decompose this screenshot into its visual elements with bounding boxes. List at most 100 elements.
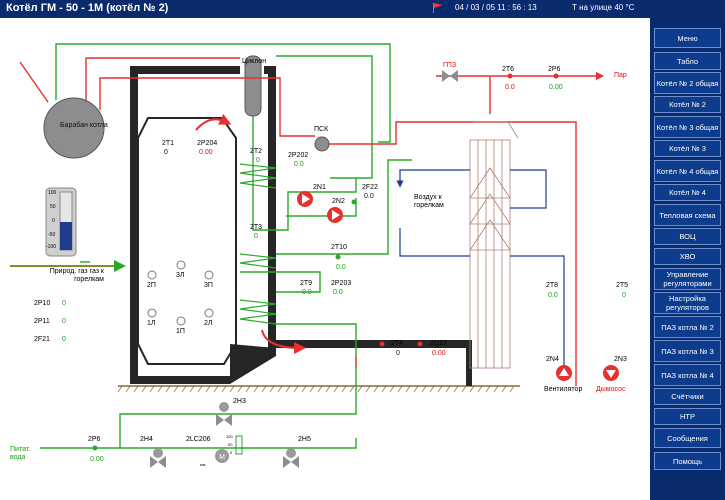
cyclone-label: Циклон [242,58,267,65]
nav-tablo[interactable]: Табло [654,52,721,70]
tag-2t10: 2T10 [331,244,347,251]
nav-upravlenie[interactable]: Управление регуляторами [654,268,721,290]
nav-ntr[interactable]: НТР [654,408,721,425]
nav-paz3[interactable]: ПАЗ котла № 3 [654,340,721,362]
nav-kotel4-obshaya[interactable]: Котёл № 4 общая [654,160,721,182]
tag-2t3: 2T3 [250,224,263,231]
nav-voc[interactable]: ВОЦ [654,228,721,245]
burner-3l-label: 3Л [176,272,185,279]
burner-2l-label: 2Л [204,320,213,327]
nav-nastroyka[interactable]: Настройка регуляторов [654,292,721,314]
nav-kotel4[interactable]: Котёл № 4 [654,184,721,201]
tag-2t9: 2T9 [300,280,313,287]
mini-tick-50: 50 [228,442,233,447]
nav-soobsheniya[interactable]: Сообщения [654,428,721,448]
exhauster-2n3-icon[interactable] [602,364,620,382]
drum-label: Барабан котла [60,122,108,129]
pump-2n2-label: 2N2 [332,198,345,205]
pump-2n2-icon[interactable] [326,206,344,224]
burner-3p-label: 3П [204,282,213,289]
value-2f22: 0.0 [364,193,374,200]
value-2t6: 0.0 [505,84,515,91]
tag-2t2: 2T2 [250,148,263,155]
mini-tick-0: 0 [230,450,233,455]
burner-1l-label: 1Л [147,320,156,327]
valve-2h5-icon[interactable] [283,448,299,468]
sensor-2t4-dot [379,341,385,347]
value-2p203: 0.0 [333,289,343,296]
nav-teplovaya-shema[interactable]: Тепловая схема [654,204,721,226]
psk-label: ПСК [314,126,329,133]
scale-tick-minus50: -50 [48,232,56,238]
value-2t5: 0 [622,292,626,299]
burner-2p-label: 2П [147,282,156,289]
air-to-burners-label: Воздух к горелкам [414,194,444,209]
sensor-2t6-dot [507,73,513,79]
value-2t4: 0 [396,350,400,357]
mini-tick-100: 100 [226,434,233,439]
scale-tick-minus100: -100 [46,244,57,250]
tag-2p202: 2P202 [288,152,309,159]
value-2t2: 0 [256,157,260,164]
tag-2p10: 2P10 [34,300,51,307]
tag-2f22: 2F22 [362,184,378,191]
scale-tick-0: 0 [52,218,55,224]
nav-kotel3-obshaya[interactable]: Котёл № 3 общая [654,116,721,138]
gpz-valve-icon[interactable] [442,70,458,82]
nav-paz4[interactable]: ПАЗ котла № 4 [654,364,721,386]
value-2p204: 0.00 [199,149,213,156]
tag-2t8: 2T8 [546,282,559,289]
burner-2p-icon[interactable] [147,270,157,280]
nav-hvo[interactable]: ХВО [654,248,721,265]
sensor-2q27-dot [417,341,423,347]
nav-menu[interactable]: Меню [654,28,721,48]
valve-2h3-icon[interactable] [216,402,232,426]
burner-3l-icon[interactable] [176,260,186,270]
nav-kotel2-obshaya[interactable]: Котёл № 2 общая [654,72,721,94]
value-2t9: 0.0 [302,289,312,296]
value-2q27: 0.00 [432,350,446,357]
mini-unit: мм [200,462,206,467]
value-2t10: 0.0 [336,264,346,271]
value-2f21: 0 [62,336,66,343]
scale-tick-50: 50 [50,204,56,210]
burner-2l-icon[interactable] [204,308,214,318]
regulator-2lc206-icon[interactable]: M [214,448,230,464]
sensor-2p6-water-dot [92,445,98,451]
nav-pomosh[interactable]: Помощь [654,452,721,470]
steam-out-label: Пар [614,72,627,79]
gpz-label: ГПЗ [443,62,457,69]
value-2t3: 0 [254,233,258,240]
value-2p10: 0 [62,300,66,307]
burner-1p-icon[interactable] [176,316,186,326]
process-schematic [10,43,605,455]
tag-2q27: 2Q27 [430,340,448,347]
tag-2t1: 2T1 [162,140,175,147]
value-2t8: 0.0 [548,292,558,299]
nav-schetchiki[interactable]: Счётчики [654,388,721,405]
sensor-2p6-dot [553,73,559,79]
nav-kotel2[interactable]: Котёл № 2 [654,96,721,113]
scale-tick-100: 100 [48,190,57,196]
page-title: Котёл ГМ - 50 - 1М (котёл № 2) [6,2,169,14]
alarm-flag-icon[interactable] [432,3,444,13]
fan-label: Вентилятор [544,386,583,393]
tag-2p204: 2P204 [197,140,218,147]
valve-2h4-icon[interactable] [150,448,166,468]
pump-2n1-icon[interactable] [296,190,314,208]
burner-1l-icon[interactable] [147,308,157,318]
value-2p202: 0.0 [294,161,304,168]
value-2p6-steam: 0.00 [549,84,563,91]
burner-3p-icon[interactable] [204,270,214,280]
tag-2p6-water: 2P6 [88,436,101,443]
nav-paz2[interactable]: ПАЗ котла № 2 [654,316,721,338]
svg-text:M: M [219,454,225,461]
feed-water-label: Питат. вода [10,446,31,461]
value-2p11: 0 [62,318,66,325]
regulator-2lc206-label: 2LC206 [186,436,211,443]
air-heater [469,139,511,369]
nav-kotel3[interactable]: Котёл № 3 [654,140,721,157]
fan-2n4-icon[interactable] [555,364,573,382]
nav-sidebar: Меню Табло Котёл № 2 общая Котёл № 2 Кот… [650,0,725,500]
pump-2n3-label: 2N3 [614,356,627,363]
